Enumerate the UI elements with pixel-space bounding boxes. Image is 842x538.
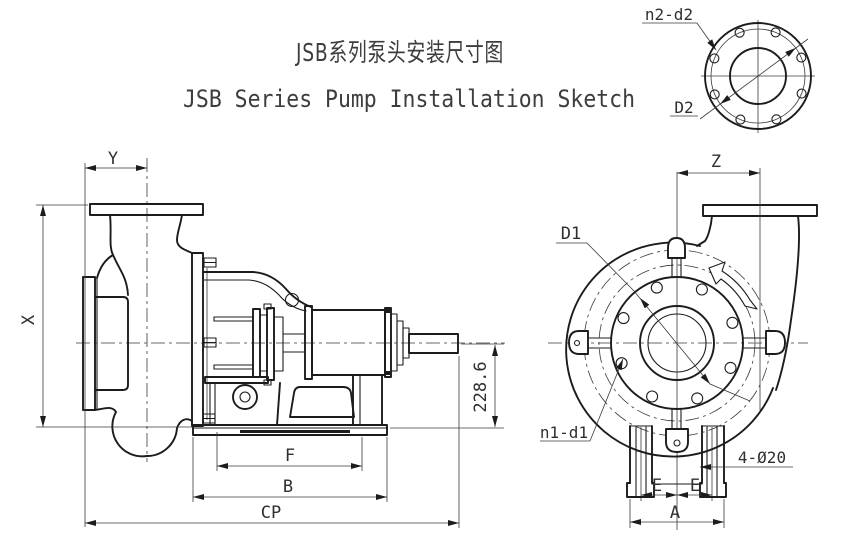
front-centerlines [548, 172, 808, 530]
d2-arrow-lower [720, 95, 731, 104]
rotation-arrow-icon [709, 262, 757, 309]
dim-label-y: Y [108, 149, 118, 169]
label-base-holes: 4-Ø20 [738, 448, 786, 467]
side-dimensions: Y X F B CP 228.6 [19, 149, 504, 528]
suction-bore [648, 314, 706, 372]
dim-label-x: X [19, 314, 39, 325]
casing-back-flange [192, 253, 203, 426]
bearing-bracket [203, 272, 311, 307]
dim-label-cp: CP [261, 503, 281, 523]
drawing-title-en: JSB Series Pump Installation Sketch [183, 85, 635, 113]
suction-hub [95, 297, 128, 390]
side-centerlines [76, 158, 505, 462]
dim-label-z: Z [711, 152, 721, 172]
flange-bolts [203, 258, 216, 423]
d2-arrow-upper [785, 47, 796, 57]
volute-casing [95, 408, 192, 456]
front-annotations: Z D1 n1-d1 4-Ø20 E E A [540, 152, 793, 528]
side-pump-outline [83, 204, 458, 456]
bearing-housing [312, 310, 385, 375]
label-d2: D2 [674, 98, 693, 117]
suction-bolt-holes [616, 282, 738, 404]
view-flange-detail: n2-d2 D2 [642, 5, 815, 133]
base-plate [193, 425, 387, 435]
label-n2-d2: n2-d2 [645, 5, 693, 24]
dim-label-shaft-height: 228.6 [471, 361, 491, 412]
label-d1: D1 [561, 224, 581, 244]
support-pedestal [205, 375, 382, 425]
dim-label-b: B [283, 477, 293, 497]
view-side: Y X F B CP 228.6 [19, 149, 505, 528]
suction-flange-front [611, 277, 743, 409]
dim-label-e1: E [652, 476, 662, 496]
label-n1-d1: n1-d1 [540, 423, 588, 442]
stuffing-box [214, 304, 305, 385]
discharge-neck [776, 216, 799, 390]
dim-label-a: A [670, 503, 680, 523]
bracket-hole [286, 294, 299, 307]
casing-circle [566, 243, 773, 457]
suction-flange [83, 277, 95, 410]
pump-shaft [409, 334, 458, 353]
casing-lugs [569, 238, 785, 452]
flange-detail-outline [705, 23, 811, 129]
title-block: JSB系列泵头安装尺寸图 JSB Series Pump Installatio… [183, 38, 635, 113]
view-front: Z D1 n1-d1 4-Ø20 E E A [540, 152, 817, 530]
flange-detail-annotations: n2-d2 D2 [642, 5, 808, 119]
dim-label-e2: E [690, 476, 700, 496]
discharge-flange [90, 204, 203, 215]
pedestal-boss [233, 385, 257, 409]
dim-label-f: F [285, 446, 295, 466]
drawing-title-cn: JSB系列泵头安装尺寸图 [295, 38, 504, 67]
bearing-end-cover [385, 308, 409, 377]
front-casing [566, 205, 817, 457]
